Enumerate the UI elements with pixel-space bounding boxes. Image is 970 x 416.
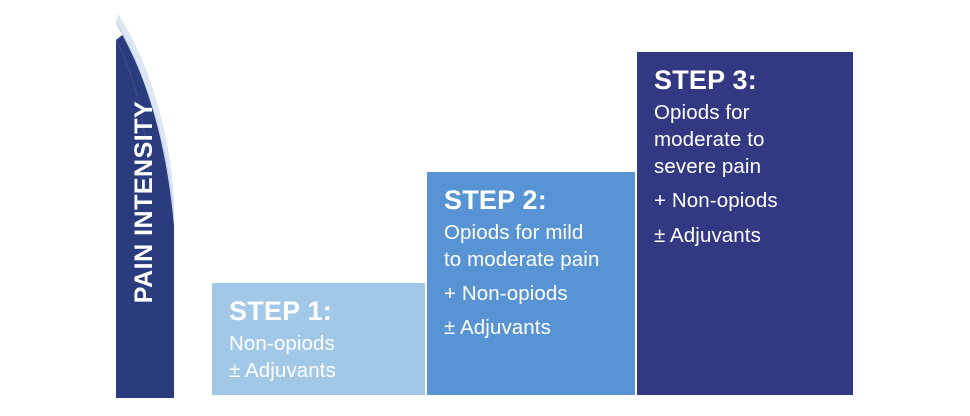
step-block-2: STEP 2: Opiods for mild to moderate pain… xyxy=(427,172,635,395)
step-2-line-1: Opiods for mild xyxy=(444,221,584,245)
step-1-line-1: Non-opiods xyxy=(229,332,335,356)
step-3-line-1: Opiods for xyxy=(654,101,750,125)
pain-intensity-axis-banner: PAIN INTENSITY xyxy=(116,14,174,398)
step-1-title: STEP 1: xyxy=(229,296,332,326)
step-3-line-3: severe pain xyxy=(654,155,762,179)
step-2-line-4: ± Adjuvants xyxy=(444,316,551,340)
step-2-title: STEP 2: xyxy=(444,185,547,215)
step-3-line-5: ± Adjuvants xyxy=(654,223,761,247)
step-3-line-4: + Non-opiods xyxy=(654,189,778,213)
step-block-3: STEP 3: Opiods for moderate to severe pa… xyxy=(637,52,853,395)
step-3-title: STEP 3: xyxy=(654,65,757,95)
step-2-line-3: + Non-opiods xyxy=(444,282,568,306)
pain-intensity-arrow-icon xyxy=(116,14,174,398)
step-2-line-2: to moderate pain xyxy=(444,248,600,272)
step-3-line-2: moderate to xyxy=(654,128,765,152)
step-1-line-2: ± Adjuvants xyxy=(229,359,336,383)
step-block-1: STEP 1: Non-opiods ± Adjuvants xyxy=(212,283,425,395)
